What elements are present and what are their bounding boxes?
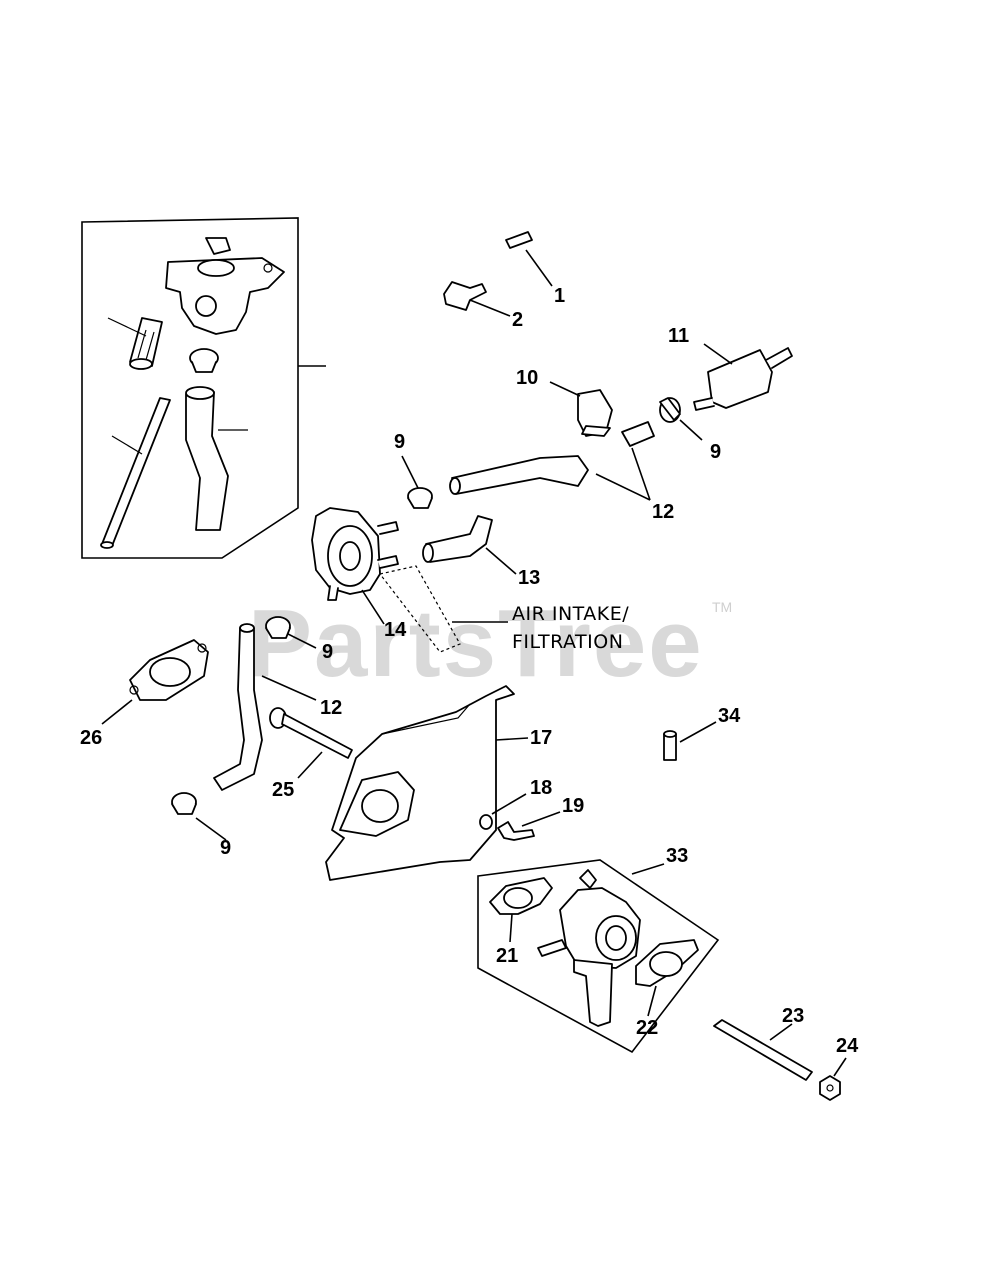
- part-22-gasket: [635, 939, 699, 1017]
- callout-1: 1: [554, 285, 565, 307]
- part-17-intake-elbow: [325, 685, 529, 881]
- fuel-pump-kit-inset: [81, 217, 326, 559]
- callout-9-upper: 9: [394, 431, 405, 453]
- callout-14: 14: [384, 619, 407, 641]
- part-24-nut: [819, 1057, 847, 1101]
- part-10-clip: [549, 381, 613, 437]
- callout-25: 25: [272, 779, 294, 801]
- part-12-fuel-line-lower: [213, 623, 317, 791]
- part-9-clamp-middle: [265, 616, 317, 649]
- callout-18: 18: [530, 777, 552, 799]
- watermark-trademark: TM: [712, 599, 732, 615]
- callout-12-lower: 12: [320, 697, 342, 719]
- callout-12-upper: 12: [652, 501, 674, 523]
- callout-34: 34: [718, 705, 741, 727]
- carburetor-body-part: [537, 869, 641, 1027]
- callout-23: 23: [782, 1005, 804, 1027]
- callout-24: 24: [836, 1035, 859, 1057]
- part-25-bolt: [269, 707, 353, 779]
- callout-13: 13: [518, 567, 540, 589]
- part-11-fuel-filter: [693, 343, 793, 411]
- callout-26: 26: [80, 727, 102, 749]
- part-1-pin: [505, 231, 553, 287]
- filter-screen-part: [107, 317, 163, 370]
- callout-9-lower: 9: [220, 837, 231, 859]
- part-2-fitting: [443, 281, 511, 317]
- part-9-clamp-upper: [401, 455, 433, 509]
- watermark-text: PartsTree: [248, 590, 704, 697]
- part-34-pin: [663, 721, 717, 761]
- part-9-clamp-lower: [171, 792, 227, 841]
- inset-hose-curved-part: [185, 386, 248, 531]
- callout-19: 19: [562, 795, 584, 817]
- part-9-clamp-right: [659, 397, 703, 441]
- air-intake-note-line2: FILTRATION: [512, 631, 623, 653]
- callout-17: 17: [530, 727, 552, 749]
- callout-33: 33: [666, 845, 688, 867]
- air-intake-note-line1: AIR INTAKE/: [512, 603, 629, 625]
- inset-hose-straight-part: [100, 397, 171, 549]
- part-21-gasket: [489, 877, 553, 943]
- callout-21: 21: [496, 945, 518, 967]
- pump-body-part: [165, 237, 285, 335]
- part-13-short-hose: [422, 515, 517, 575]
- callout-22: 22: [636, 1017, 658, 1039]
- part-18-o-ring: [479, 793, 527, 830]
- part-26-gasket: [101, 639, 209, 725]
- callout-11: 11: [668, 325, 689, 347]
- inset-clamp-part: [189, 348, 219, 373]
- callout-9-middle: 9: [322, 641, 333, 663]
- part-33-carburetor-kit: [477, 859, 720, 1054]
- part-14-fuel-pump: [311, 507, 508, 653]
- part-19-screw: [497, 811, 561, 841]
- callout-2: 2: [512, 309, 523, 331]
- part-12-fuel-line-upper: [449, 421, 655, 501]
- part-23-stud: [713, 1019, 813, 1081]
- callout-10: 10: [516, 367, 538, 389]
- callout-9-right: 9: [710, 441, 721, 463]
